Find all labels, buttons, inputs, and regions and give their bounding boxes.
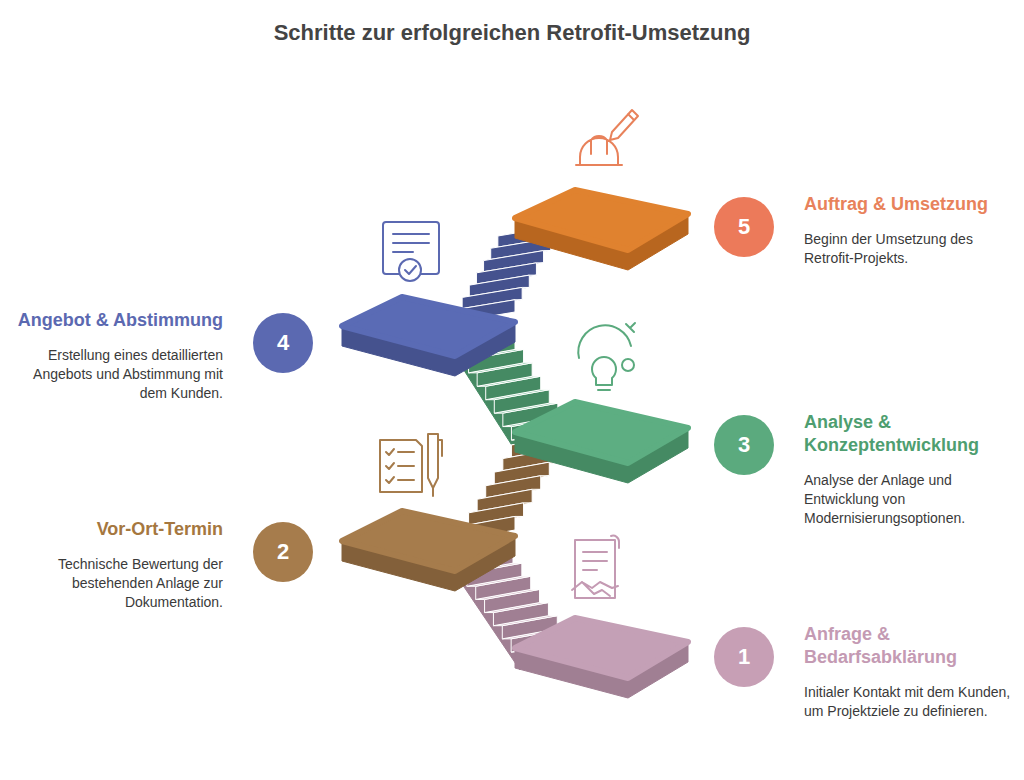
step-text: Vor-Ort-TerminTechnische Bewertung der b… — [8, 518, 223, 612]
step-text: Analyse & KonzeptentwicklungAnalyse der … — [804, 411, 1018, 528]
step-text: Anfrage & BedarfsabklärungInitialer Kont… — [804, 623, 1018, 721]
shape — [515, 190, 688, 250]
hardhat-icon — [576, 110, 638, 165]
step-description: Technische Bewertung der bestehenden Anl… — [8, 555, 223, 612]
step-description: Beginn der Umsetzung des Retrofit-Projek… — [804, 230, 1018, 268]
step-node: 3Analyse & KonzeptentwicklungAnalyse der… — [714, 415, 774, 475]
shape — [342, 297, 515, 356]
step-number: 4 — [253, 313, 313, 373]
step-description: Analyse der Anlage und Entwicklung von M… — [804, 471, 1018, 528]
shape — [515, 618, 688, 678]
step-text: Auftrag & UmsetzungBeginn der Umsetzung … — [804, 193, 1018, 268]
diagram-title: Schritte zur erfolgreichen Retrofit-Umse… — [0, 20, 1024, 46]
step-node: 4Angebot & AbstimmungErstellung eines de… — [253, 313, 313, 373]
step-node: 5Auftrag & UmsetzungBeginn der Umsetzung… — [714, 197, 774, 257]
step-heading: Auftrag & Umsetzung — [804, 193, 1018, 216]
step-number: 5 — [714, 197, 774, 257]
step-number: 1 — [714, 627, 774, 687]
step-description: Erstellung eines detaillierten Angebots … — [8, 346, 223, 403]
step-number: 3 — [714, 415, 774, 475]
contract-icon — [572, 536, 619, 598]
step-text: Angebot & AbstimmungErstellung eines det… — [8, 309, 223, 403]
step-heading: Anfrage & Bedarfsabklärung — [804, 623, 1018, 669]
shape — [342, 511, 515, 571]
step-heading: Vor-Ort-Termin — [8, 518, 223, 541]
step-number: 2 — [253, 522, 313, 582]
step-heading: Analyse & Konzeptentwicklung — [804, 411, 1018, 457]
step-heading: Angebot & Abstimmung — [8, 309, 223, 332]
checklist-icon — [380, 434, 442, 496]
step-description: Initialer Kontakt mit dem Kunden, um Pro… — [804, 683, 1018, 721]
lightbulb-icon — [578, 323, 635, 390]
shape — [515, 402, 688, 463]
step-node: 2Vor-Ort-TerminTechnische Bewertung der … — [253, 522, 313, 582]
document-icon — [383, 222, 439, 281]
platforms — [342, 190, 688, 698]
step-node: 1Anfrage & BedarfsabklärungInitialer Kon… — [714, 627, 774, 687]
